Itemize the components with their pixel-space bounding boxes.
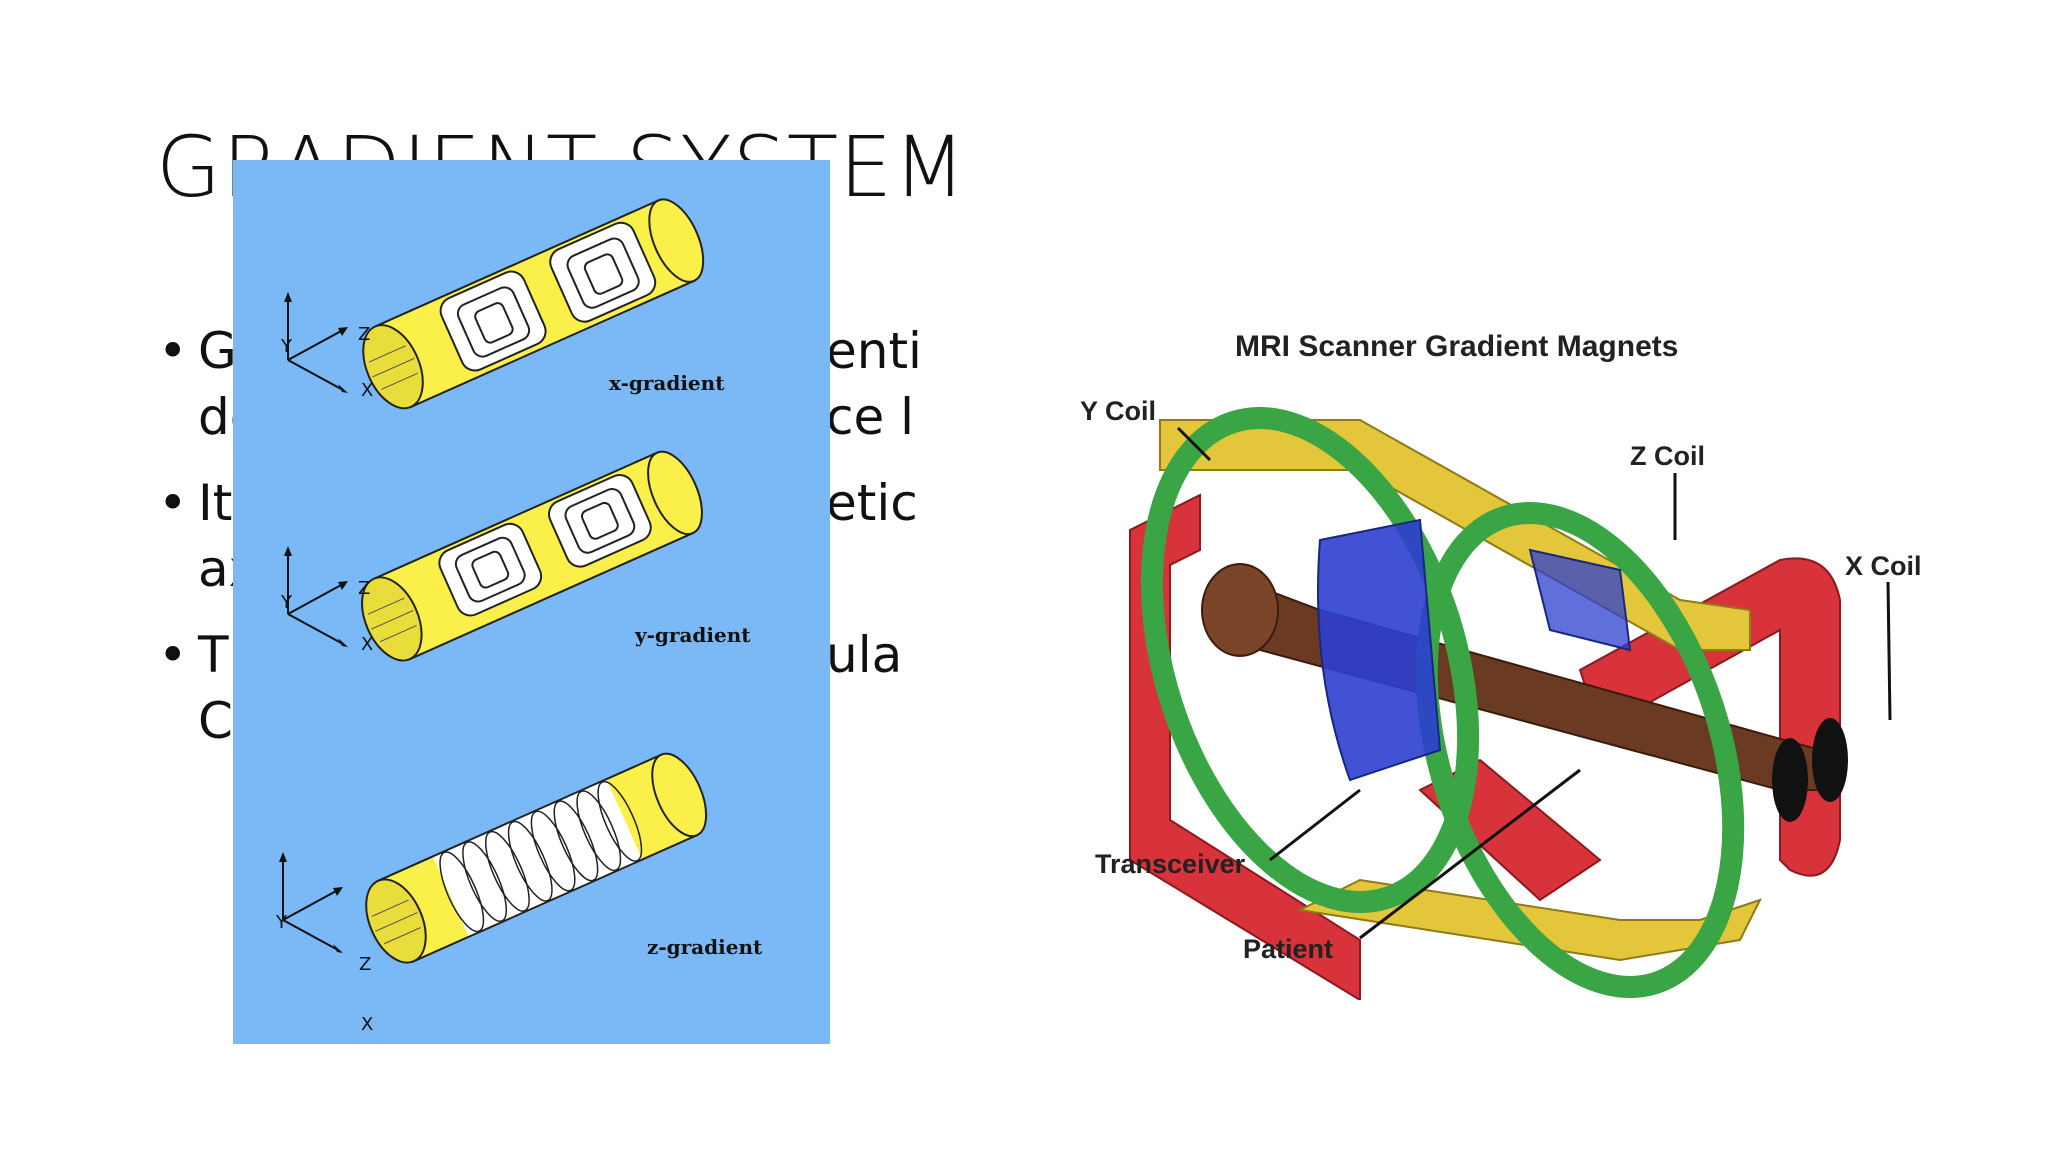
axis-label-y: Y [280, 592, 293, 613]
label-patient: Patient [1243, 934, 1333, 964]
mri-scanner-svg: MRI Scanner Gradient Magnets Y Coil Z Co… [1080, 330, 1922, 1000]
bullet-fragment: enti [826, 322, 918, 380]
coil-label-y-gradient: y-gradient [634, 623, 751, 647]
bullet-fragment: etic [826, 474, 918, 532]
axis-label-y: Y [280, 336, 293, 357]
gradient-coils-image: Y Z X x-gradient Y Z [233, 160, 830, 1044]
bullet-text: It [198, 474, 233, 532]
axis-label-y: Y [275, 912, 288, 933]
bullet-marker: • [158, 322, 188, 380]
axes-icon [283, 545, 349, 648]
coil-panel-x: Y Z X x-gradient [280, 198, 725, 410]
patient-head [1201, 563, 1279, 657]
coil-label-x-gradient: x-gradient [609, 371, 725, 395]
axis-label-x: X [361, 634, 373, 655]
bullet-marker: • [158, 626, 188, 684]
x-coil-right [1578, 557, 1841, 877]
patient-foot-left [1772, 738, 1808, 822]
mri-scanner-image: MRI Scanner Gradient Magnets Y Coil Z Co… [1060, 320, 1960, 1000]
z-coil-left [1140, 407, 1480, 913]
label-x-coil: X Coil [1845, 551, 1922, 581]
z-coil-right [1415, 502, 1745, 998]
bullet-text: G [198, 322, 237, 380]
transceiver-part [1528, 548, 1632, 652]
axis-label-z: Z [359, 954, 371, 975]
axis-label-z: Z [358, 324, 370, 345]
label-transceiver: Transceiver [1095, 849, 1246, 879]
axis-label-x: X [361, 380, 373, 401]
bullet-fragment: ula [826, 626, 903, 684]
coil-panel-z: Y Z X z-gradient [275, 752, 763, 1035]
bullet-fragment: ce l [826, 388, 915, 446]
axis-label-x: X [361, 1014, 373, 1035]
label-y-coil: Y Coil [1080, 396, 1156, 426]
x-coil-left [1129, 493, 1361, 1000]
figure-title: MRI Scanner Gradient Magnets [1235, 330, 1678, 363]
coil-label-z-gradient: z-gradient [647, 935, 763, 959]
transceiver [1317, 518, 1442, 782]
bullet-marker: • [158, 474, 188, 532]
axis-label-z: Z [358, 578, 370, 599]
label-z-coil: Z Coil [1630, 441, 1705, 471]
coil-panel-y: Y Z X y-gradient [280, 450, 751, 662]
axes-icon [283, 291, 349, 394]
patient-foot-right [1812, 718, 1848, 802]
gradient-coils-svg: Y Z X x-gradient Y Z [275, 198, 763, 1035]
axes-icon [278, 851, 344, 954]
